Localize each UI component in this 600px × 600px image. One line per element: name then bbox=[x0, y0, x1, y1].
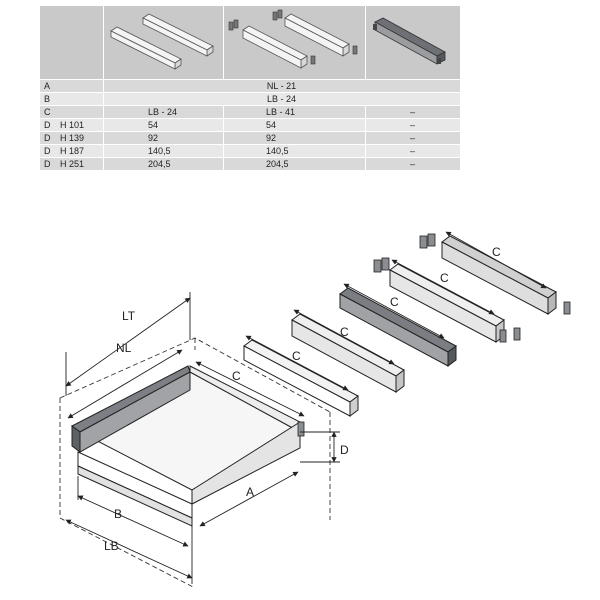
bracket-parts bbox=[297, 233, 571, 437]
label-b: B bbox=[114, 507, 122, 521]
drawer-box bbox=[71, 365, 302, 527]
table-row: D H 251 204,5 204,5 – bbox=[40, 158, 460, 171]
label-d: D bbox=[340, 443, 349, 457]
spec-table: A NL - 21 B LB - 24 C LB - 24 LB - 41 – … bbox=[40, 6, 460, 176]
table-row: C LB - 24 LB - 41 – bbox=[40, 106, 460, 119]
label-c: C bbox=[232, 369, 241, 383]
thumb-two-panels bbox=[110, 13, 214, 70]
table-row: B LB - 24 bbox=[40, 93, 460, 106]
column-divider bbox=[365, 6, 366, 79]
label-c: C bbox=[440, 271, 449, 285]
table-row: D H 101 54 54 – bbox=[40, 119, 460, 132]
dimension-lines bbox=[65, 231, 547, 584]
label-c: C bbox=[340, 325, 349, 339]
table-header bbox=[40, 6, 460, 80]
drawer-diagram: LT NL C C C C C C A B LB D bbox=[59, 231, 571, 589]
label-c: C bbox=[492, 245, 501, 259]
column-divider bbox=[365, 106, 366, 176]
label-c: C bbox=[292, 349, 301, 363]
table-row: A NL - 21 bbox=[40, 80, 460, 93]
column-divider bbox=[223, 106, 224, 176]
column-divider bbox=[223, 6, 224, 79]
label-nl: NL bbox=[116, 341, 132, 355]
label-lt: LT bbox=[122, 309, 136, 323]
label-lb: LB bbox=[104, 539, 119, 553]
table-row: D H 139 92 92 – bbox=[40, 132, 460, 145]
column-divider bbox=[103, 6, 104, 176]
thumb-metal-panel bbox=[373, 17, 446, 65]
thumb-panels-with-brackets bbox=[228, 9, 358, 69]
label-a: A bbox=[246, 485, 254, 499]
label-c: C bbox=[390, 295, 399, 309]
table-row: D H 187 140,5 140,5 – bbox=[40, 145, 460, 158]
